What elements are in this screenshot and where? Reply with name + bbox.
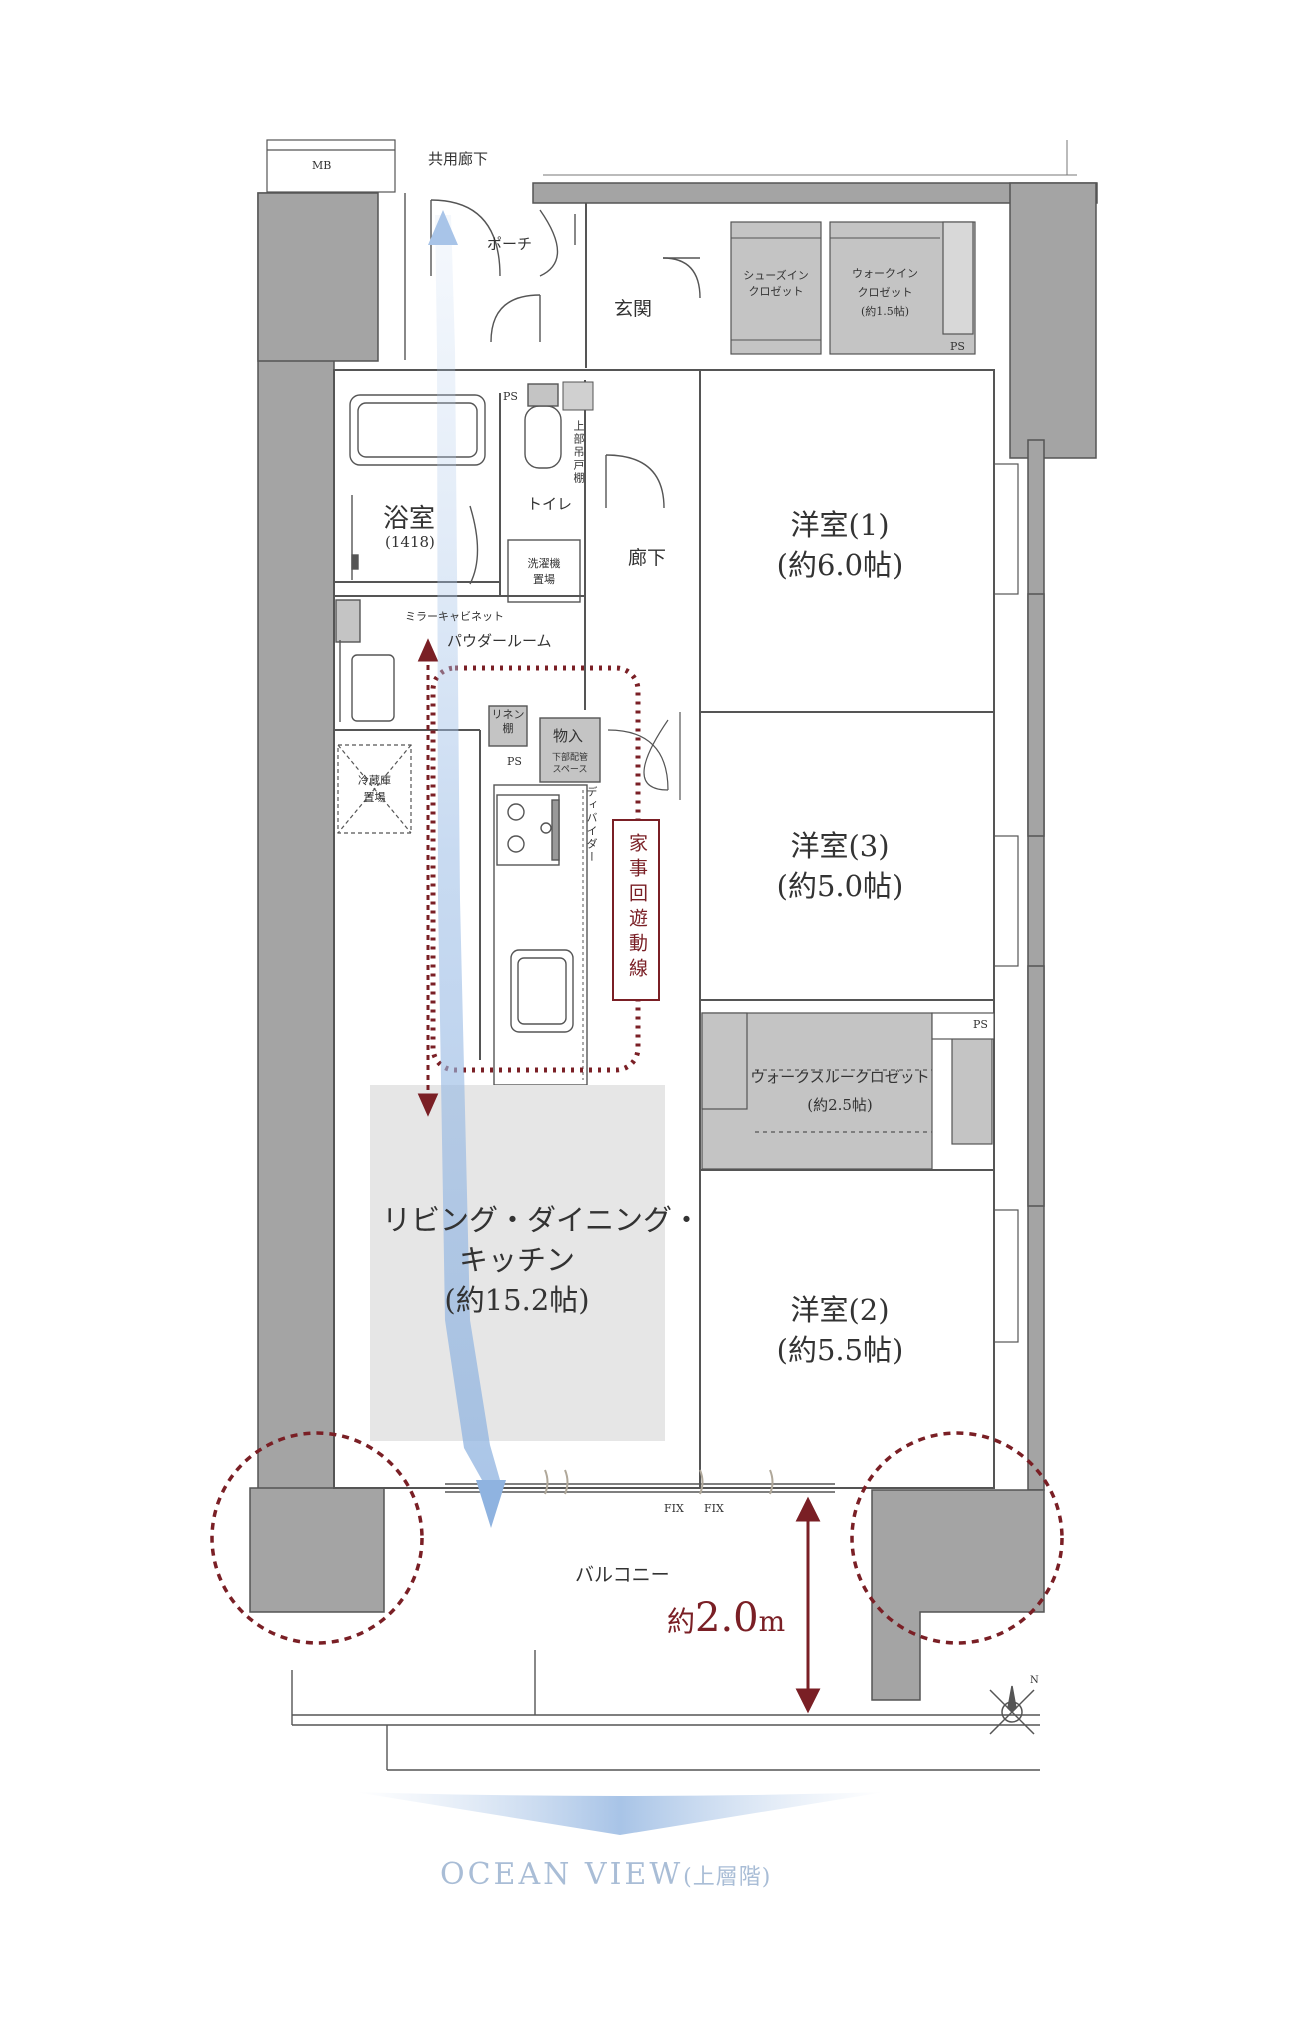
ocean-view-note: (上層階) xyxy=(683,1865,772,1890)
walk-through-closet xyxy=(701,1012,995,1170)
bathtub xyxy=(349,394,486,466)
ldk-label: リビング・ダイニング・ キッチン (約15.2帖) xyxy=(382,1203,702,1317)
fridge-label: 冷蔵庫 置場 xyxy=(358,774,391,804)
route-arrow xyxy=(417,638,439,1117)
wall-right xyxy=(1009,182,1097,459)
wall-left-top xyxy=(257,192,379,362)
shoes-closet xyxy=(730,221,822,355)
fix-label-2: FIX xyxy=(704,1502,724,1515)
kitchen-sink xyxy=(510,949,574,1033)
depth-unit: m xyxy=(758,1605,786,1638)
porch-label: ポーチ xyxy=(487,235,533,253)
top-closets xyxy=(730,221,976,355)
pillar-right-3 xyxy=(1027,593,1045,837)
interior-doors xyxy=(607,712,681,800)
pillar-right-4 xyxy=(1027,965,1045,1207)
bathroom-label: 浴室 xyxy=(383,504,436,534)
ps-top xyxy=(942,221,974,335)
housework-route-label: 家事回遊動線 xyxy=(626,833,648,983)
wall-top-right xyxy=(532,182,1098,204)
ocean-wave xyxy=(355,1792,885,1835)
ps-label-4: PS xyxy=(973,1018,988,1031)
pillar-balcony-left xyxy=(249,1487,385,1613)
fridge-space xyxy=(337,744,412,834)
storage-box xyxy=(539,717,601,783)
ps-bath xyxy=(562,381,594,411)
ps-label-2: PS xyxy=(503,390,518,403)
ldk-floor xyxy=(370,1085,665,1441)
top-rail xyxy=(543,140,1077,176)
window-room1 xyxy=(993,463,1019,595)
route-label-box xyxy=(612,819,660,1001)
divider-label: ディバイダー xyxy=(585,786,598,864)
balcony-depth-label: 約2.0m xyxy=(667,1595,785,1641)
sink xyxy=(351,654,395,722)
linen-label: リネン 棚 xyxy=(491,708,525,735)
entrance-label: 玄関 xyxy=(614,298,653,320)
housework-route-loop xyxy=(430,665,641,1073)
upper-shelf-label: 上部吊戸棚 xyxy=(572,420,585,485)
fix-label-1: FIX xyxy=(664,1502,684,1515)
ocean-view-text: OCEAN VIEW xyxy=(440,1857,684,1892)
north-label: N xyxy=(1030,1675,1039,1686)
wall-left xyxy=(257,192,335,1497)
stove xyxy=(496,794,560,866)
ps-label-1: PS xyxy=(950,340,965,353)
exterior-walls xyxy=(249,182,1098,1701)
right-windows xyxy=(993,463,1019,1343)
laundry-pan xyxy=(507,539,581,603)
powder-room xyxy=(335,599,395,722)
bathroom-size-label: (1418) xyxy=(385,533,435,551)
room1-label: 洋室(1) (約6.0帖) xyxy=(776,508,904,582)
ps-label-3: PS xyxy=(507,755,522,768)
pillar-circle-right xyxy=(850,1431,1064,1645)
storage-label: 物入 xyxy=(553,727,584,745)
window-room3 xyxy=(993,835,1019,967)
storage-note-label: 下部配管 スペース xyxy=(551,753,588,775)
bathroom-area xyxy=(349,383,665,603)
pillar-circle-left xyxy=(210,1431,424,1645)
balcony-depth-arrow xyxy=(795,1496,821,1714)
toilet-label: トイレ xyxy=(527,495,573,513)
room2-label: 洋室(2) (約5.5帖) xyxy=(776,1293,904,1367)
powder-room-label: パウダールーム xyxy=(447,632,552,650)
balcony-label: バルコニー xyxy=(575,1564,670,1586)
hallway-label: 廊下 xyxy=(628,547,667,569)
ocean-view-label: OCEAN VIEW(上層階) xyxy=(440,1857,771,1892)
depth-value: 2.0 xyxy=(695,1595,759,1641)
meter-box xyxy=(266,139,396,193)
shoes-closet-label: シューズイン クロゼット xyxy=(743,269,809,298)
laundry-label: 洗濯機 置場 xyxy=(527,557,561,586)
walk-through-closet-label: ウォークスルークロゼット (約2.5帖) xyxy=(750,1068,930,1114)
balcony-sash xyxy=(291,1483,1040,1771)
interior-walls xyxy=(333,203,995,1489)
view-arrow xyxy=(428,210,506,1528)
shared-corridor-label: 共用廊下 xyxy=(428,150,489,168)
window-room2 xyxy=(993,1209,1019,1343)
walk-in-closet-label: ウォークイン クロゼット (約1.5帖) xyxy=(852,267,918,318)
curtain-marks xyxy=(544,1469,774,1495)
mb-label: MB xyxy=(312,159,332,172)
entrance-area xyxy=(404,193,701,360)
toilet-fixture xyxy=(524,405,562,469)
mb-box xyxy=(266,139,396,193)
room3-label: 洋室(3) (約5.0帖) xyxy=(776,829,904,903)
linen-shelf xyxy=(488,705,528,747)
compass-icon xyxy=(989,1685,1035,1735)
mirror-cabinet-fixture xyxy=(335,599,361,643)
kitchen xyxy=(488,705,601,1086)
depth-prefix: 約 xyxy=(667,1605,696,1638)
pillar-balcony-right xyxy=(871,1489,1045,1701)
mirror-cabinet-label: ミラーキャビネット xyxy=(405,610,504,623)
